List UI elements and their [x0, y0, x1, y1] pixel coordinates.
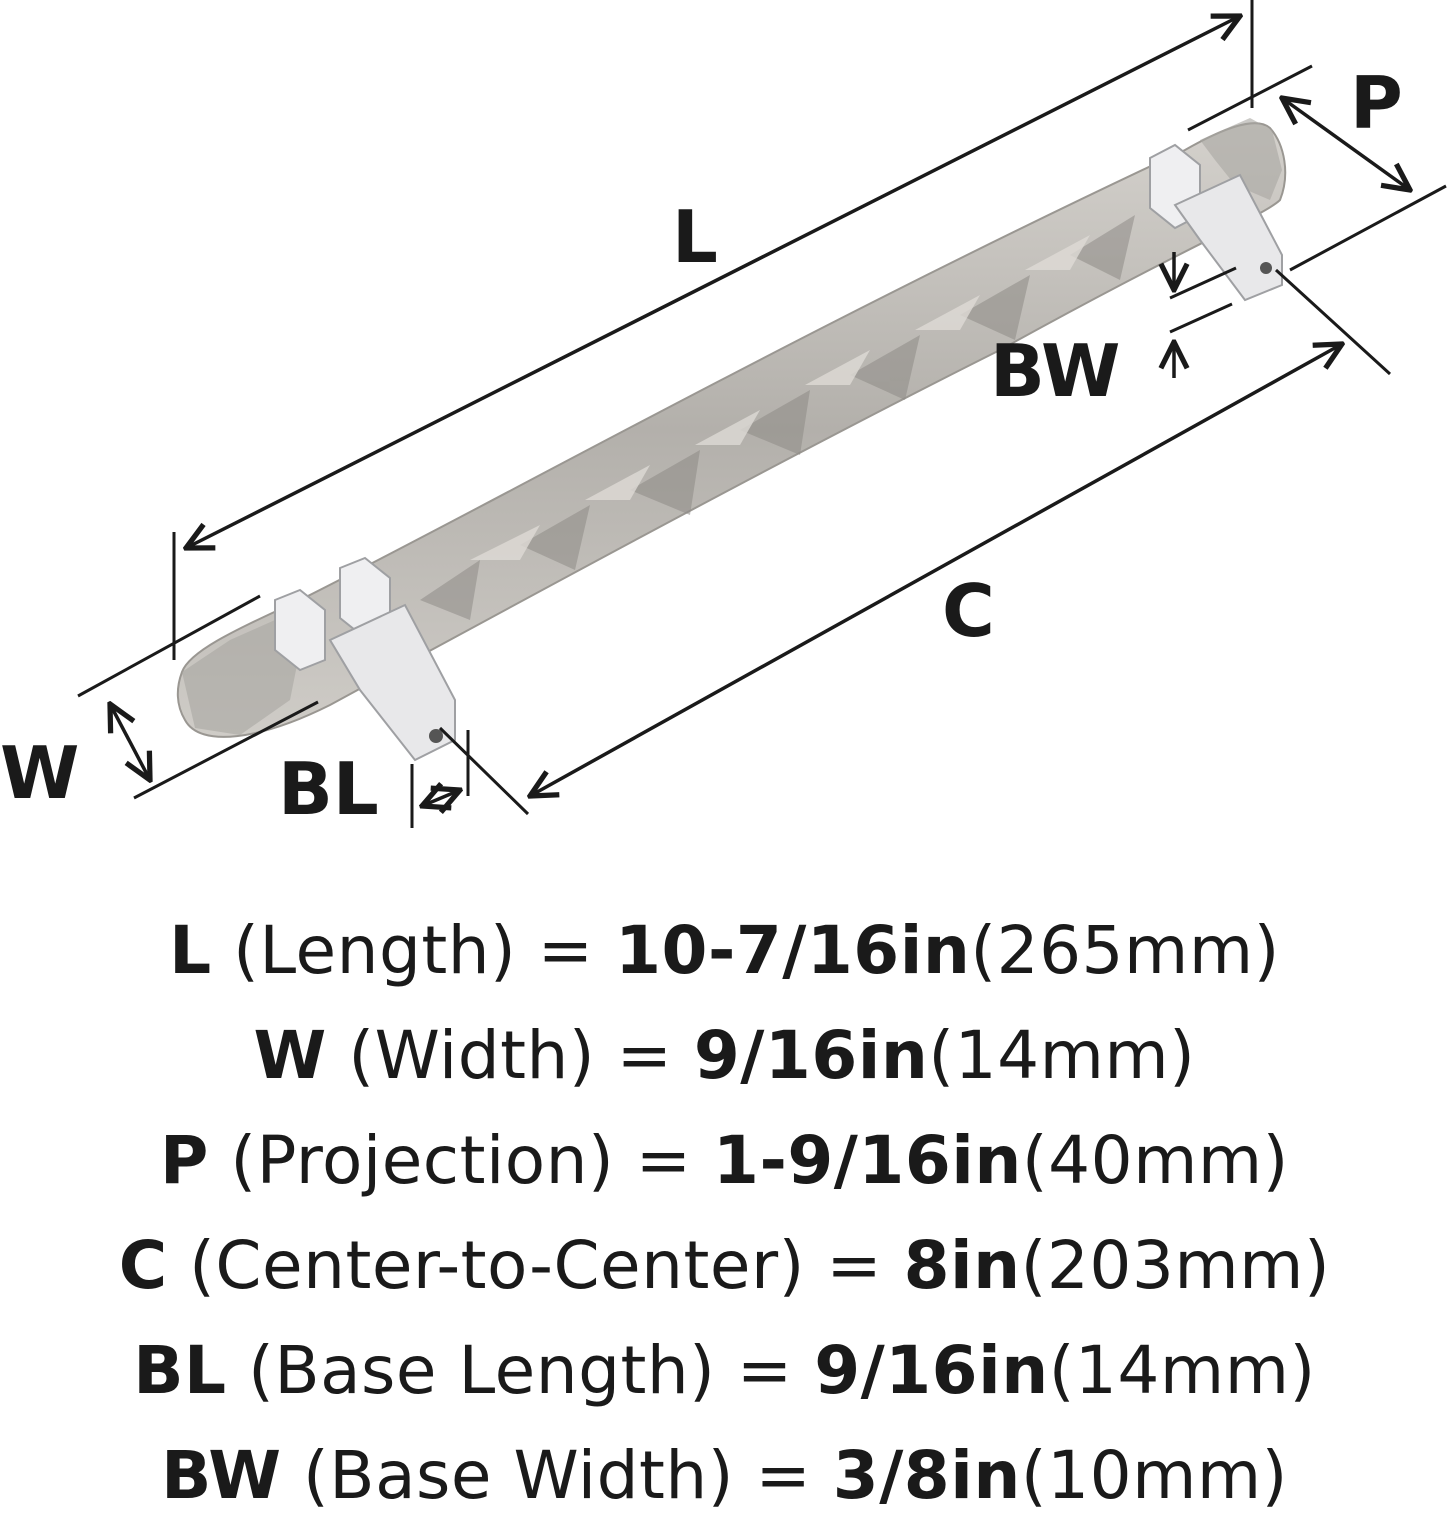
- spec-equals: =: [755, 1437, 812, 1514]
- spec-row-base-width: BW (Base Width) = 3/8in(10mm): [0, 1423, 1449, 1528]
- spec-metric: (14mm): [1048, 1332, 1316, 1409]
- spec-imperial: 8in: [903, 1227, 1021, 1304]
- right-screw-hole: [1260, 262, 1272, 274]
- dimension-width: W: [0, 594, 319, 815]
- spec-row-projection: P (Projection) = 1-9/16in(40mm): [0, 1108, 1449, 1213]
- label-bw: BW: [990, 329, 1120, 413]
- cabinet-pull-handle: [176, 118, 1287, 762]
- dimension-length: L: [172, 0, 1254, 660]
- spec-name: (Base Width): [303, 1437, 734, 1514]
- spec-metric: (10mm): [1020, 1437, 1288, 1514]
- spec-imperial: 10-7/16in: [615, 912, 971, 989]
- left-base-post: [328, 603, 456, 762]
- spec-metric: (40mm): [1021, 1122, 1289, 1199]
- label-bl: BL: [278, 747, 379, 831]
- spec-equals: =: [826, 1227, 883, 1304]
- spec-metric: (265mm): [970, 912, 1280, 989]
- spec-code: L: [169, 912, 212, 989]
- spec-name: (Projection): [230, 1122, 615, 1199]
- label-l: L: [672, 195, 718, 279]
- spec-code: C: [118, 1227, 168, 1304]
- dimension-base-length: BL: [278, 730, 470, 831]
- label-p: P: [1350, 61, 1403, 145]
- spec-row-width: W (Width) = 9/16in(14mm): [0, 1003, 1449, 1108]
- spec-row-length: L (Length) = 10-7/16in(265mm): [0, 898, 1449, 1003]
- handle-dimension-diagram: L P BW C W BL: [0, 0, 1447, 831]
- spec-imperial: 9/16in: [814, 1332, 1049, 1409]
- spec-equals: =: [736, 1332, 793, 1409]
- dimension-spec-list: L (Length) = 10-7/16in(265mm) W (Width) …: [0, 898, 1449, 1528]
- left-collar-outer: [274, 588, 326, 672]
- spec-code: BW: [161, 1437, 282, 1514]
- spec-name: (Width): [348, 1017, 596, 1094]
- label-w: W: [0, 731, 79, 815]
- spec-equals: =: [616, 1017, 673, 1094]
- dimension-center-to-center: C: [438, 268, 1392, 816]
- spec-equals: =: [537, 912, 594, 989]
- spec-row-base-length: BL (Base Length) = 9/16in(14mm): [0, 1318, 1449, 1423]
- spec-imperial: 3/8in: [832, 1437, 1021, 1514]
- spec-metric: (14mm): [928, 1017, 1196, 1094]
- spec-row-center-to-center: C (Center-to-Center) = 8in(203mm): [0, 1213, 1449, 1318]
- spec-code: P: [160, 1122, 209, 1199]
- spec-equals: =: [635, 1122, 692, 1199]
- spec-code: W: [253, 1017, 327, 1094]
- spec-imperial: 9/16in: [693, 1017, 929, 1094]
- left-end-cap: [182, 620, 300, 735]
- left-screw-hole: [429, 729, 443, 743]
- dimension-projection: P: [1187, 61, 1447, 272]
- spec-name: (Length): [233, 912, 517, 989]
- spec-name: (Center-to-Center): [189, 1227, 805, 1304]
- spec-metric: (203mm): [1020, 1227, 1331, 1304]
- spec-code: BL: [133, 1332, 227, 1409]
- spec-name: (Base Length): [248, 1332, 716, 1409]
- label-c: C: [942, 569, 995, 653]
- spec-imperial: 1-9/16in: [713, 1122, 1022, 1199]
